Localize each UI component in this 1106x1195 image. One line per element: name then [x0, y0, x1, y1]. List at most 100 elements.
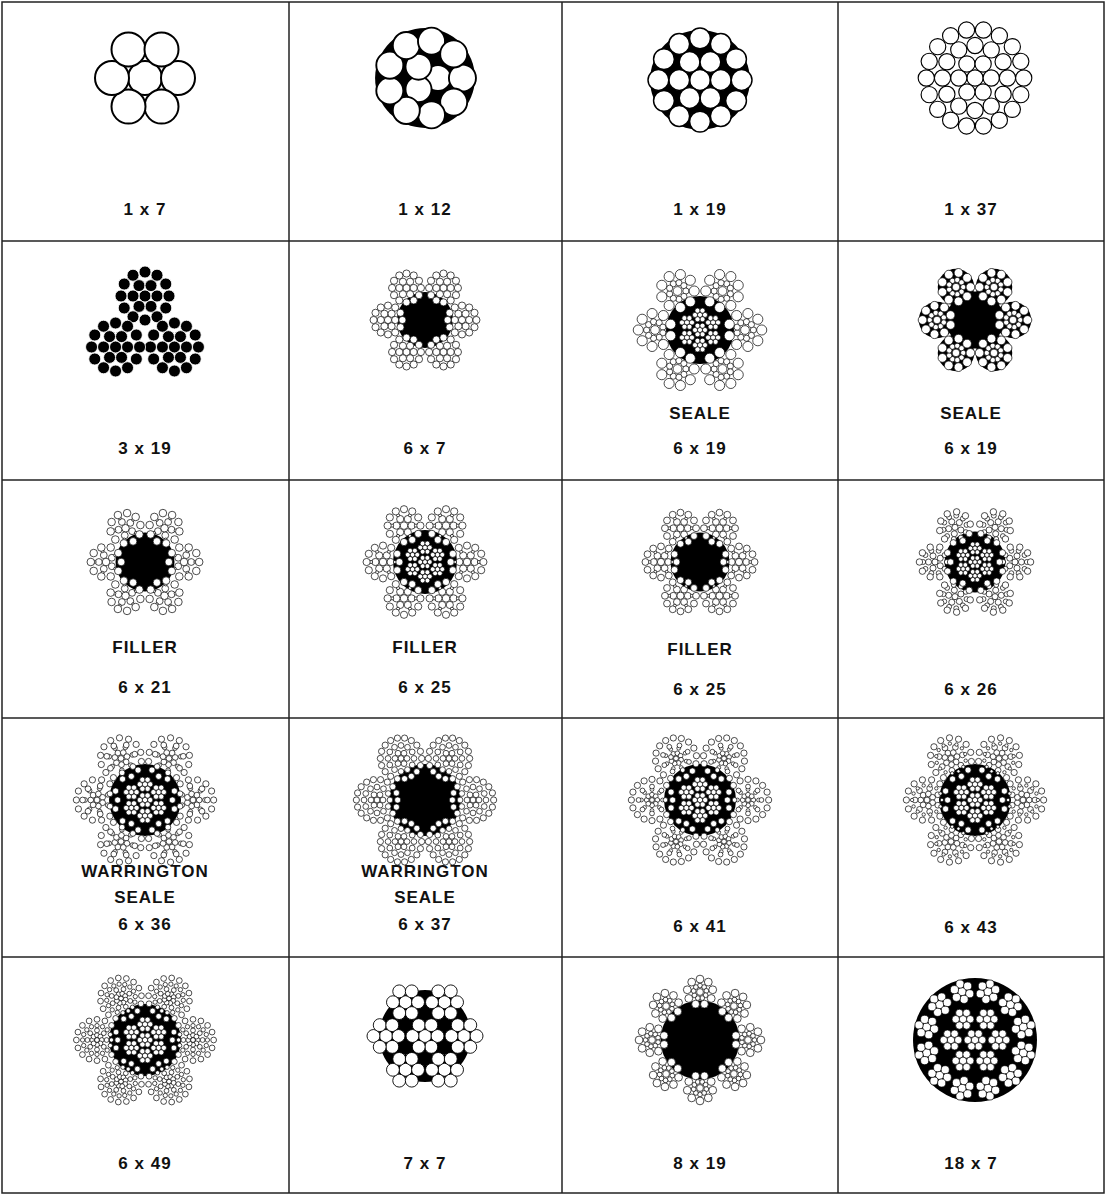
wire: [975, 542, 980, 547]
wire: [433, 756, 439, 762]
steel-core: [666, 296, 734, 364]
wire: [735, 558, 742, 565]
wire: [959, 56, 975, 72]
wire: [998, 353, 1003, 358]
wire: [701, 833, 707, 839]
wire: [714, 801, 719, 806]
wire: [130, 764, 136, 770]
wire: [662, 592, 669, 599]
wire: [462, 769, 468, 775]
wire: [443, 833, 449, 839]
wire: [90, 549, 98, 557]
strand-fill: [956, 549, 969, 562]
wire: [671, 566, 678, 573]
wire: [726, 789, 732, 795]
wire: [713, 324, 718, 329]
wire: [695, 338, 700, 343]
wire: [442, 522, 450, 530]
wire: [716, 608, 723, 615]
wire: [718, 358, 724, 364]
wire: [749, 794, 754, 799]
wire: [108, 737, 114, 743]
wire: [700, 332, 705, 337]
strand-fill: [692, 808, 707, 823]
wire: [378, 748, 384, 754]
wire: [396, 336, 403, 343]
wire: [386, 530, 393, 537]
wire: [89, 329, 101, 341]
wire: [107, 544, 115, 552]
wire: [686, 801, 691, 806]
wire: [691, 849, 697, 855]
wire: [939, 54, 955, 70]
wire: [722, 566, 729, 573]
wire: [90, 802, 96, 808]
wire: [116, 351, 128, 363]
wire: [975, 56, 991, 72]
wire: [98, 320, 110, 332]
wire: [115, 526, 122, 533]
strand-fill: [706, 330, 720, 344]
wire: [103, 769, 109, 775]
wire: [708, 801, 713, 806]
wire: [108, 598, 116, 606]
wire: [427, 356, 434, 363]
wire: [447, 558, 454, 565]
wire: [386, 514, 393, 521]
wire: [669, 106, 690, 127]
wire: [657, 370, 667, 380]
wire: [186, 761, 192, 767]
wire: [443, 750, 449, 756]
wire: [168, 549, 176, 557]
wire: [966, 530, 972, 536]
wire: [459, 595, 466, 602]
wire: [944, 336, 953, 345]
wire: [449, 750, 455, 756]
wire: [449, 550, 456, 557]
strand-fill: [680, 315, 694, 329]
wire: [992, 594, 998, 600]
wire: [987, 557, 992, 562]
wire: [670, 735, 676, 741]
wire: [455, 544, 462, 551]
wire: [427, 292, 434, 299]
wire: [630, 789, 636, 795]
wire: [997, 361, 1006, 370]
wire: [414, 852, 420, 858]
wire: [660, 324, 666, 330]
wire: [100, 565, 107, 572]
wire: [944, 607, 950, 613]
wire: [732, 310, 742, 320]
wire: [452, 277, 459, 284]
wire: [451, 508, 458, 515]
wire: [691, 585, 698, 592]
wire: [732, 339, 742, 349]
wire: [695, 809, 700, 814]
wire: [753, 778, 759, 784]
wire: [709, 836, 714, 841]
wire: [642, 559, 649, 566]
wire: [449, 735, 455, 741]
wire: [132, 513, 140, 521]
wire: [1024, 568, 1030, 574]
wire: [400, 522, 408, 530]
wire: [462, 852, 468, 858]
wire: [75, 788, 81, 794]
wire: [437, 556, 442, 561]
wire: [115, 290, 127, 302]
wire: [691, 745, 697, 751]
wire: [978, 587, 984, 593]
wire: [716, 577, 723, 584]
wire: [644, 551, 651, 558]
wire: [995, 321, 1004, 330]
wire: [377, 802, 383, 808]
wire: [685, 855, 691, 861]
wire: [408, 548, 413, 553]
fiber-core: [397, 292, 453, 348]
wire: [145, 280, 157, 292]
wire: [470, 784, 476, 790]
wire: [409, 609, 416, 616]
wire: [452, 341, 459, 348]
wire: [657, 851, 663, 857]
wire: [661, 843, 666, 848]
